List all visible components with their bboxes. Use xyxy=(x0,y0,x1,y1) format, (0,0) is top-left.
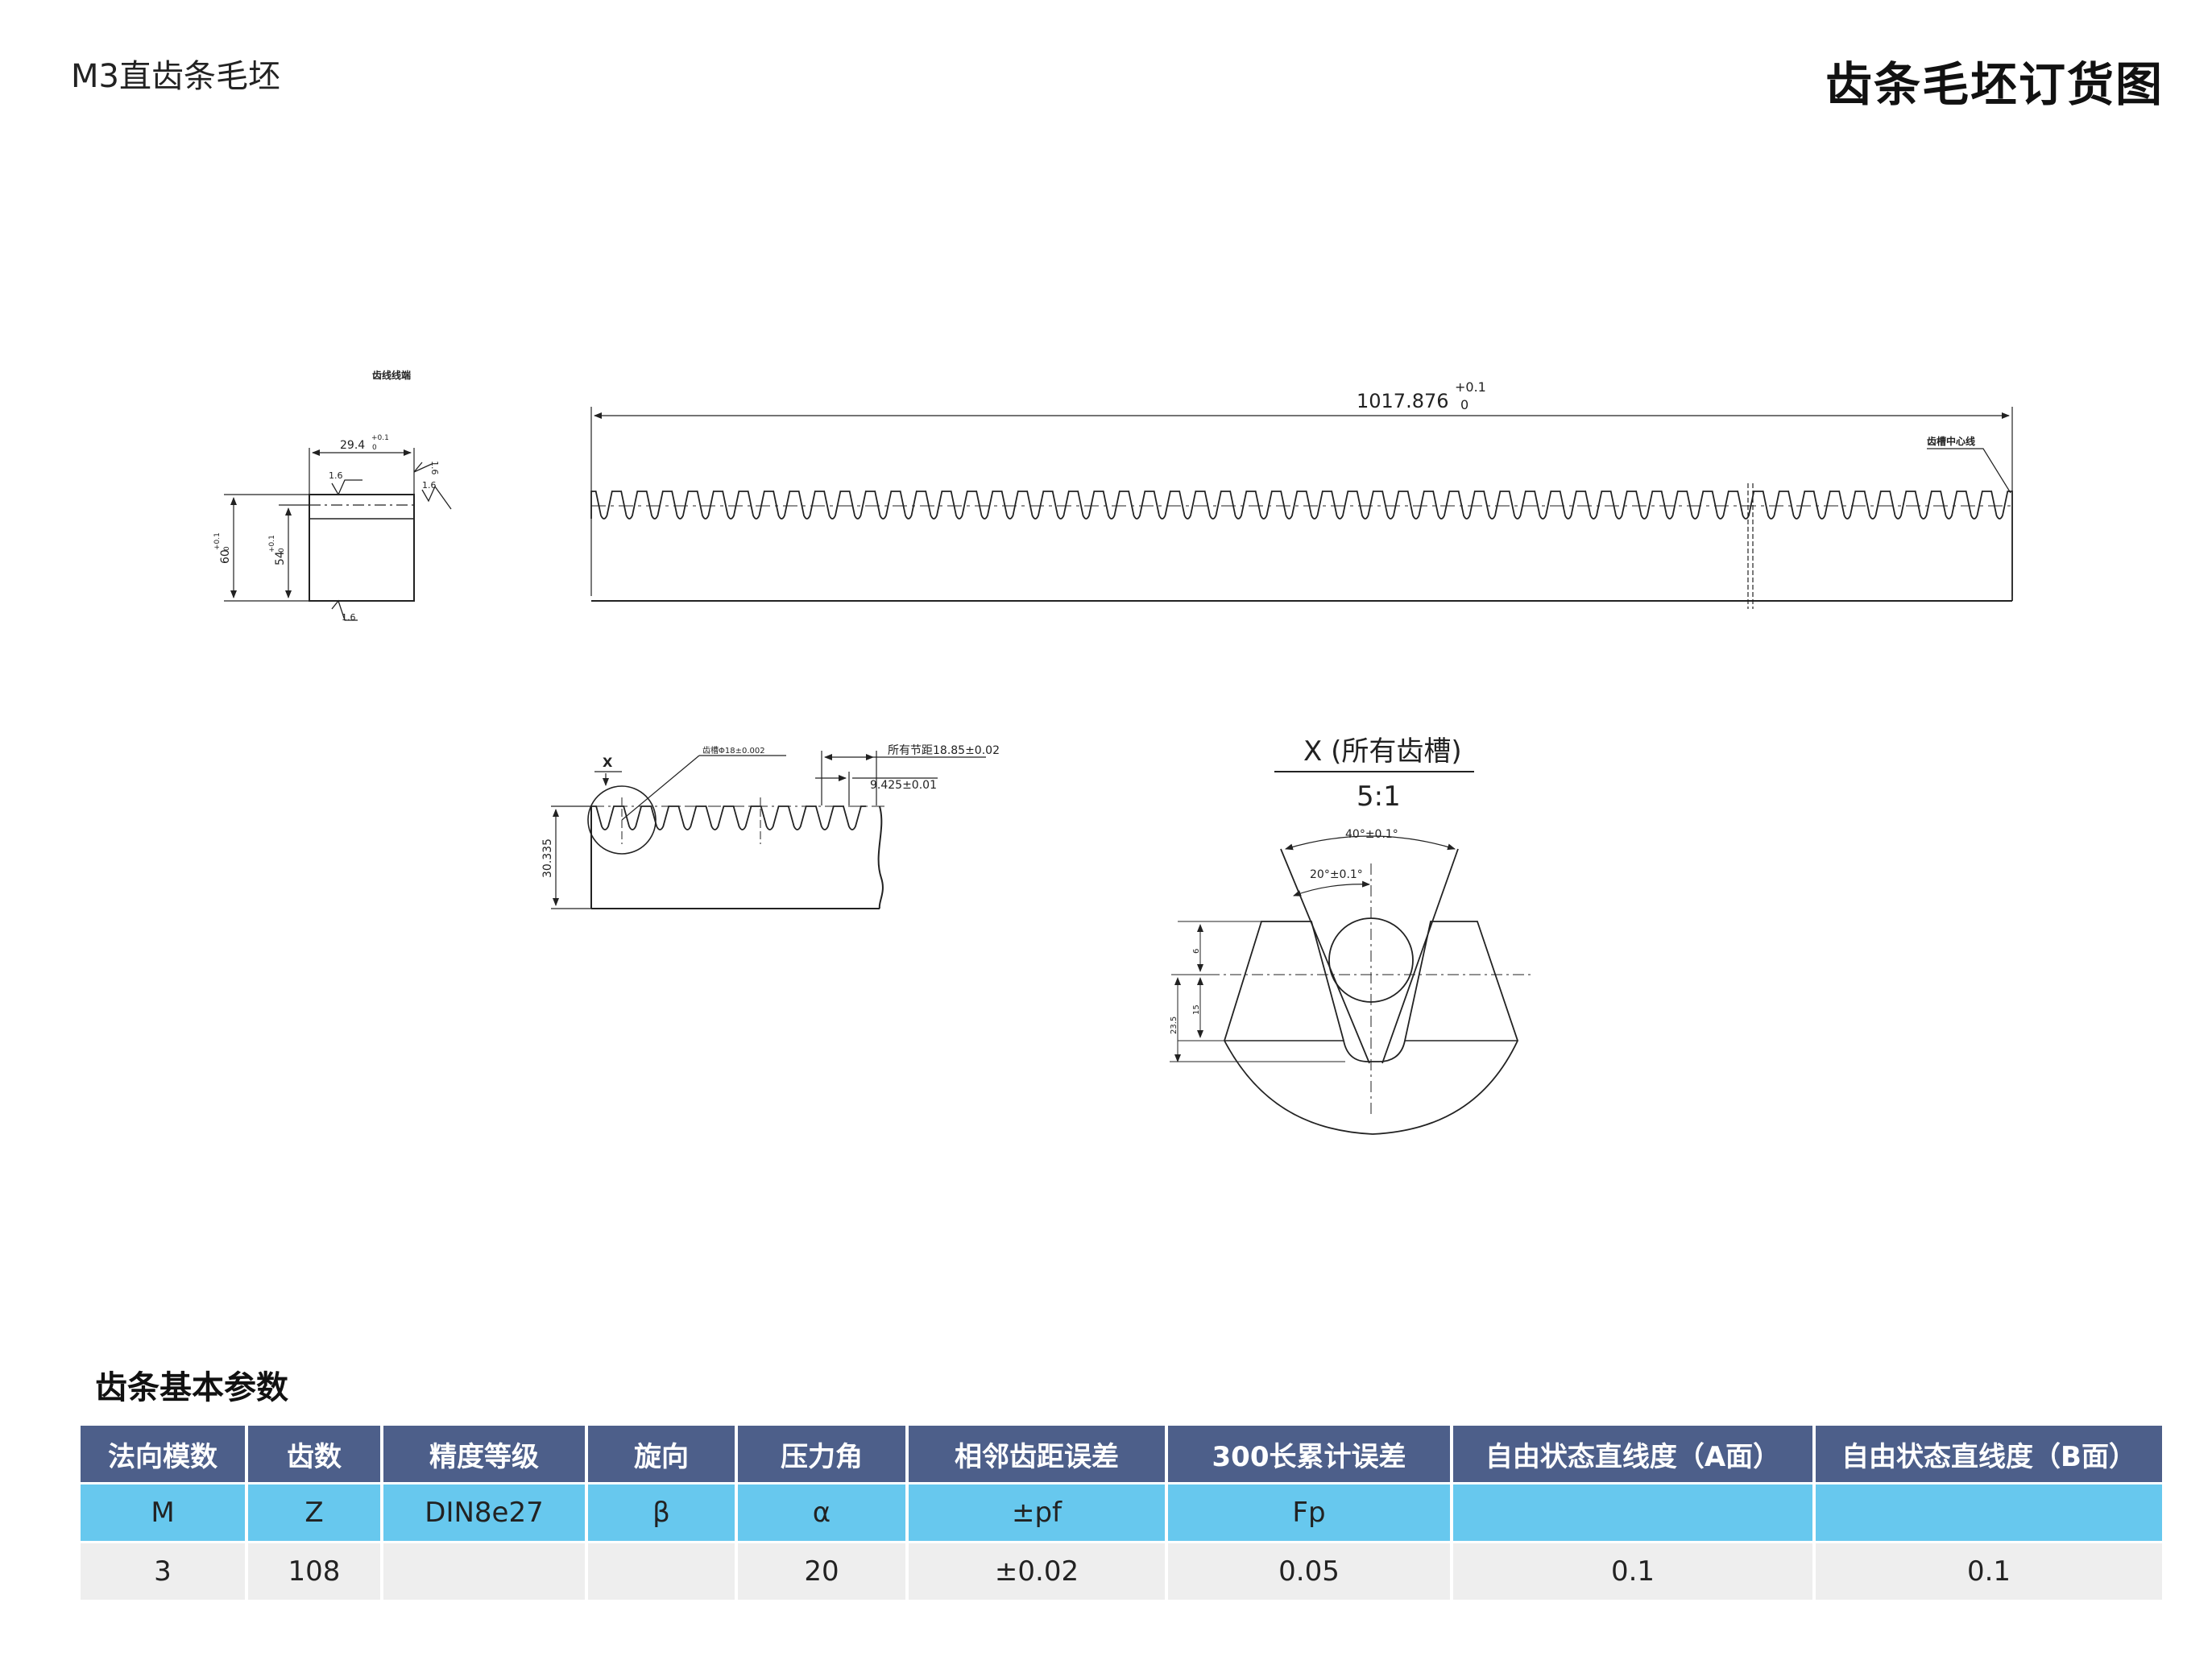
roughness-right-1: 1.6 xyxy=(429,461,440,475)
side-view: 齿线线端 29.4 +0.1 0 60 +0.1 0 54 +0.1 0 1.6… xyxy=(213,369,452,623)
header-cell: 法向模数 xyxy=(81,1426,245,1482)
symbol-cell: β xyxy=(588,1484,735,1541)
params-symbol-row: M Z DIN8e27 β α ±pf Fp xyxy=(81,1484,2162,1541)
symbol-cell: Z xyxy=(248,1484,380,1541)
document-title: 齿条毛坯订货图 xyxy=(1825,57,2164,112)
pitch-note: 所有节距18.85±0.02 xyxy=(888,744,1000,757)
params-header-row: 法向模数 齿数 精度等级 旋向 压力角 相邻齿距误差 300长累计误差 自由状态… xyxy=(81,1426,2162,1482)
height-tol-low: 0 xyxy=(223,546,231,551)
value-cell: 0.05 xyxy=(1168,1543,1450,1600)
symbol-cell: Fp xyxy=(1168,1484,1450,1541)
symbol-cell: α xyxy=(738,1484,905,1541)
width-tol: +0.1 xyxy=(371,434,389,442)
params-heading: 齿条基本参数 xyxy=(95,1369,288,1406)
header-cell: 精度等级 xyxy=(383,1426,585,1482)
width-dim: 29.4 xyxy=(340,439,365,452)
header-cell: 齿数 xyxy=(248,1426,380,1482)
value-cell: 20 xyxy=(738,1543,905,1600)
roughness-top: 1.6 xyxy=(329,470,343,481)
header-cell: 自由状态直线度（B面） xyxy=(1816,1426,2162,1482)
half-pitch-note: 9.425±0.01 xyxy=(870,779,937,792)
roughness-bottom: 1.6 xyxy=(342,612,356,623)
value-cell xyxy=(383,1543,585,1600)
width-tol-low: 0 xyxy=(372,444,377,452)
dim-c: 23.5 xyxy=(1170,1017,1178,1034)
document-subtitle: M3直齿条毛坯 xyxy=(71,58,280,95)
rack-length-dim: 1017.876 xyxy=(1357,390,1449,412)
value-cell: 0.1 xyxy=(1816,1543,2162,1600)
symbol-cell: ±pf xyxy=(909,1484,1165,1541)
header-cell: 压力角 xyxy=(738,1426,905,1482)
zoom-title: X (所有齿槽) xyxy=(1303,735,1462,768)
symbol-cell: M xyxy=(81,1484,245,1541)
detail-height-dim: 30.335 xyxy=(541,838,554,878)
centerline-label: 齿槽中心线 xyxy=(1927,435,1975,447)
detail-marker: X xyxy=(603,755,613,770)
angle-half: 20°±0.1° xyxy=(1310,868,1363,881)
dim-b: 15 xyxy=(1192,1004,1201,1015)
roughness-right-2: 1.6 xyxy=(422,480,437,491)
circle-note: 齿槽Φ18±0.002 xyxy=(702,745,765,756)
header-cell: 自由状态直线度（A面） xyxy=(1453,1426,1812,1482)
inner-dim: 54 xyxy=(274,551,287,565)
inner-tol-low: 0 xyxy=(278,548,286,553)
detail-view: X 齿槽Φ18±0.002 所有节距18.85±0.02 9.425±0.01 … xyxy=(541,744,1000,909)
zoom-scale: 5:1 xyxy=(1357,781,1401,813)
rack-length-tol: +0.1 xyxy=(1455,379,1486,395)
value-cell: 3 xyxy=(81,1543,245,1600)
value-cell: 108 xyxy=(248,1543,380,1600)
height-tol: +0.1 xyxy=(213,532,222,550)
blank-section xyxy=(309,494,415,602)
header-cell: 旋向 xyxy=(588,1426,735,1482)
symbol-cell: DIN8e27 xyxy=(383,1484,585,1541)
header-cell: 相邻齿距误差 xyxy=(909,1426,1165,1482)
height-dim: 60 xyxy=(219,549,232,564)
symbol-cell xyxy=(1816,1484,2162,1541)
rack-teeth xyxy=(590,491,2013,601)
header-cell: 300长累计误差 xyxy=(1168,1426,1450,1482)
zoom-view: X (所有齿槽) 5:1 40°±0.1° 20°±0.1° 6 15 23.5 xyxy=(1170,735,1531,1135)
inner-tol: +0.1 xyxy=(268,535,276,553)
symbol-cell xyxy=(1453,1484,1812,1541)
params-table: 法向模数 齿数 精度等级 旋向 压力角 相邻齿距误差 300长累计误差 自由状态… xyxy=(77,1423,2165,1602)
value-cell: 0.1 xyxy=(1453,1543,1812,1600)
side-view-label: 齿线线端 xyxy=(372,369,411,381)
value-cell xyxy=(588,1543,735,1600)
value-cell: ±0.02 xyxy=(909,1543,1165,1600)
params-value-row: 3 108 20 ±0.02 0.05 0.1 0.1 xyxy=(81,1543,2162,1600)
detail-teeth xyxy=(591,805,866,830)
rack-view: 1017.876 +0.1 0 齿槽中心线 xyxy=(590,379,2014,609)
dim-a: 6 xyxy=(1192,949,1201,954)
rack-length-tol-low: 0 xyxy=(1460,397,1468,412)
angle-total: 40°±0.1° xyxy=(1345,828,1398,841)
